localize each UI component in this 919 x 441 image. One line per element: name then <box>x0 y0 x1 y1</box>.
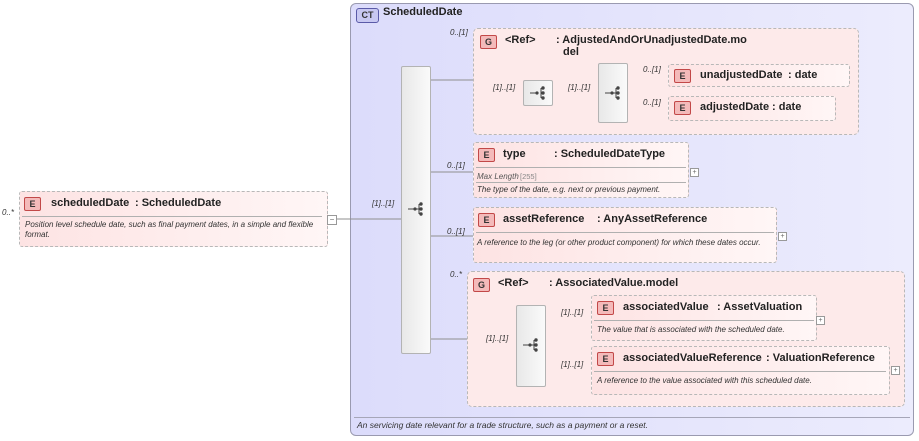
group2-cardinality: 0..* <box>450 270 463 279</box>
sequence-icon <box>605 86 620 100</box>
associated-value-reference-type: : ValuationReference <box>766 352 875 364</box>
expand-toggle[interactable]: + <box>891 366 900 375</box>
associated-value-element[interactable] <box>591 295 817 341</box>
complex-type-footer: An servicing date relevant for a trade s… <box>357 420 649 430</box>
group2-sequence-cardinality: [1]..[1] <box>486 334 509 343</box>
main-sequence-cardinality: [1]..[1] <box>372 199 395 208</box>
element-badge: E <box>597 352 614 366</box>
adjusted-date-cardinality: 0..[1] <box>643 98 661 107</box>
unadjusted-date-element[interactable] <box>668 64 850 87</box>
type-divider <box>476 167 686 168</box>
type-element[interactable] <box>473 142 689 198</box>
group-badge: G <box>480 35 497 49</box>
type-type: : ScheduledDateType <box>554 148 666 160</box>
collapse-toggle[interactable]: − <box>327 215 337 225</box>
root-element-name: scheduledDate <box>51 197 130 209</box>
adjusted-date-element[interactable] <box>668 96 836 121</box>
element-badge: E <box>478 213 495 227</box>
max-length-label: Max Length <box>477 172 519 181</box>
type-description: The type of the date, e.g. next or previ… <box>477 185 661 194</box>
associated-value-cardinality: [1]..[1] <box>561 308 584 317</box>
asset-reference-element[interactable] <box>473 207 777 263</box>
type-cardinality: 0..[1] <box>447 161 465 170</box>
expand-toggle[interactable]: + <box>816 316 825 325</box>
root-element-type: : ScheduledDate <box>135 197 222 209</box>
adjusted-date-type: : date <box>772 101 802 113</box>
element-badge: E <box>478 148 495 162</box>
unadjusted-date-type: : date <box>788 69 818 81</box>
root-divider <box>22 216 322 217</box>
expand-toggle[interactable]: + <box>778 232 787 241</box>
max-length-value: [255] <box>520 172 537 181</box>
asset-reference-divider <box>476 232 774 233</box>
complex-type-title: ScheduledDate <box>383 6 463 18</box>
choice-cardinality: [1]..[1] <box>493 83 516 92</box>
asset-reference-name: assetReference <box>503 213 585 225</box>
sequence-icon <box>523 338 538 352</box>
adjusted-date-name: adjustedDate <box>700 101 770 113</box>
associated-value-description: The value that is associated with the sc… <box>597 325 785 334</box>
associated-value-reference-divider <box>594 371 886 372</box>
group2-name: : AssociatedValue.model <box>549 277 679 289</box>
group1-name-line2: del <box>563 46 579 58</box>
root-description: Position level schedule date, such as fi… <box>25 220 314 239</box>
element-badge: E <box>597 301 614 315</box>
asset-reference-cardinality: 0..[1] <box>447 227 465 236</box>
type-name: type <box>503 148 526 160</box>
group1-ref: <Ref> <box>505 34 536 46</box>
complex-type-footer-divider <box>354 417 910 418</box>
asset-reference-description: A reference to the leg (or other product… <box>477 238 761 247</box>
element-badge: E <box>674 69 691 83</box>
element-badge: E <box>674 101 691 115</box>
group-badge: G <box>473 278 490 292</box>
group2-ref: <Ref> <box>498 277 529 289</box>
main-sequence-compositor[interactable] <box>401 66 431 354</box>
associated-value-reference-description: A reference to the value associated with… <box>597 376 812 385</box>
expand-toggle[interactable]: + <box>690 168 699 177</box>
associated-value-type: : AssetValuation <box>717 301 803 313</box>
unadjusted-date-cardinality: 0..[1] <box>643 65 661 74</box>
unadjusted-date-name: unadjustedDate <box>700 69 783 81</box>
associated-value-reference-element[interactable] <box>591 346 890 395</box>
root-element-box[interactable] <box>19 191 328 247</box>
associated-value-divider <box>594 320 814 321</box>
complex-type-badge: CT <box>356 8 379 23</box>
asset-reference-type: : AnyAssetReference <box>597 213 708 225</box>
associated-value-reference-cardinality: [1]..[1] <box>561 360 584 369</box>
root-cardinality: 0..* <box>2 208 15 217</box>
group1-name-line1: : AdjustedAndOrUnadjustedDate.mo <box>556 34 747 46</box>
type-facet-divider <box>476 182 686 183</box>
group1-cardinality: 0..[1] <box>450 28 468 37</box>
choice-icon <box>530 86 545 100</box>
associated-value-reference-name: associatedValueReference <box>623 352 762 364</box>
associated-value-name: associatedValue <box>623 301 709 313</box>
element-badge: E <box>24 197 41 211</box>
sequence-icon <box>408 202 423 216</box>
group1-sequence-cardinality: [1]..[1] <box>568 83 591 92</box>
